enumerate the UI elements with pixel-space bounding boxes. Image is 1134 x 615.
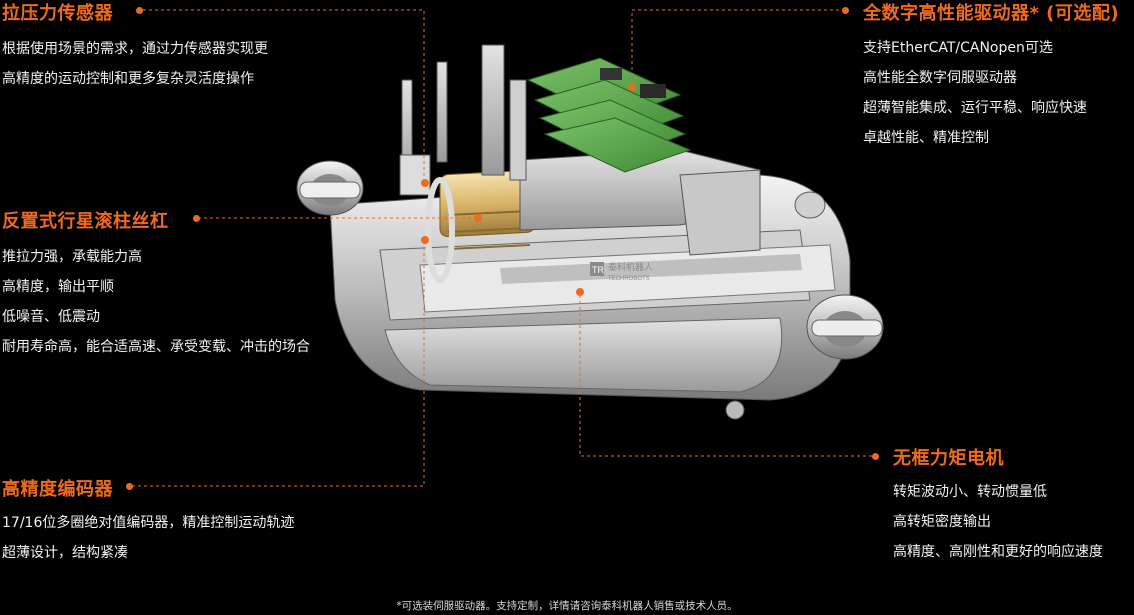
footnote: *可选装伺服驱动器。支持定制，详情请咨询泰科机器人销售或技术人员。	[396, 600, 738, 612]
leader-lines	[132, 9, 872, 487]
drive-housing	[519, 149, 761, 256]
logo-text: 泰科机器人	[608, 261, 653, 273]
frameless-motor-title: 无框力矩电机	[893, 448, 1004, 469]
encoder-title: 高精度编码器	[2, 479, 113, 500]
servo-drive-title: 全数字高性能驱动器* (可选配)	[863, 3, 1120, 24]
encoder-ring	[421, 177, 455, 283]
force-sensor-line: 高精度的运动控制和更多复杂灵活度操作	[2, 71, 254, 87]
servo-drive-line: 高性能全数字伺服驱动器	[863, 70, 1017, 86]
roller-screw-line: 低噪音、低震动	[2, 309, 100, 325]
logo-mark: TR	[592, 265, 604, 275]
servo-drive-dot	[842, 7, 849, 14]
frameless-motor-dot	[872, 453, 879, 460]
frameless-motor-line: 转矩波动小、转动惯量低	[893, 484, 1047, 500]
roller-screw-dot	[193, 215, 200, 222]
motor-marker-dot	[576, 288, 584, 296]
servo-drive-description: 支持EtherCAT/CANopen可选 高性能全数字伺服驱动器 超薄智能集成、…	[863, 33, 1087, 153]
roller-screw-title: 反置式行星滚柱丝杠	[2, 211, 169, 232]
roller-screw-line: 耐用寿命高，能合适高速、承受变载、冲击的场合	[2, 339, 310, 355]
rod-end-left	[296, 160, 364, 216]
roller-screw-line: 高精度，输出平顺	[2, 279, 114, 295]
force-sensor-line: 根据使用场景的需求，通过力传感器实现更	[2, 41, 268, 57]
servo-drive-line: 超薄智能集成、运行平稳、响应快速	[863, 100, 1087, 116]
force-sensor-title: 拉压力传感器	[2, 3, 113, 24]
frameless-motor-line: 高精度、高刚性和更好的响应速度	[893, 544, 1103, 560]
force-sensor-description: 根据使用场景的需求，通过力传感器实现更 高精度的运动控制和更多复杂灵活度操作	[2, 34, 268, 94]
servo-drive-line: 支持EtherCAT/CANopen可选	[863, 40, 1053, 56]
servo-drive-line: 卓越性能、精准控制	[863, 130, 989, 146]
encoder-dot	[126, 483, 133, 490]
encoder-description: 17/16位多圈绝对值编码器，精准控制运动轨迹 超薄设计，结构紧凑	[2, 508, 294, 568]
encoder-line: 超薄设计，结构紧凑	[2, 545, 128, 561]
sensor-posts	[399, 44, 527, 196]
logo-sub: TECHROBOTS	[608, 276, 650, 282]
force-sensor-dot	[136, 7, 143, 14]
encoder-line: 17/16位多圈绝对值编码器，精准控制运动轨迹	[2, 515, 295, 531]
roller-screw-line: 推拉力强，承载能力高	[2, 249, 142, 265]
frameless-motor-line: 高转矩密度输出	[893, 514, 991, 530]
servo-drive-pcbs	[526, 57, 692, 173]
product-logo: TR 泰科机器人 TECHROBOTS	[590, 261, 653, 282]
roller-screw-description: 推拉力强，承载能力高 高精度，输出平顺 低噪音、低震动 耐用寿命高，能合适高速、…	[2, 242, 310, 362]
rod-end-right	[725, 191, 884, 420]
frameless-motor-description: 转矩波动小、转动惯量低 高转矩密度输出 高精度、高刚性和更好的响应速度	[893, 477, 1103, 567]
